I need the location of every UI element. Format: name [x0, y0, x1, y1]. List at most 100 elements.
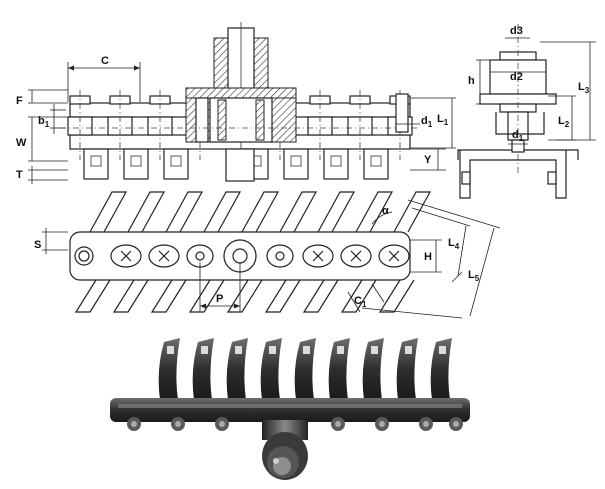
photo-slat-hole: [303, 346, 310, 354]
photo-slat-hole: [235, 346, 242, 354]
photo-bolt-center: [453, 421, 459, 427]
link-cross: [312, 250, 324, 262]
photo-slat: [192, 338, 214, 400]
svg-text:α: α: [382, 205, 389, 217]
link-cross: [388, 250, 400, 262]
link-cross: [350, 250, 362, 262]
slat-bottom: [150, 279, 187, 313]
photo-slat-hole: [167, 346, 174, 354]
svg-text:C1: C1: [354, 295, 367, 309]
attachment-tab: [123, 148, 149, 180]
top-view: C F b1 W T: [16, 22, 456, 184]
link-cross: [120, 250, 132, 262]
photo-slat-hole: [201, 346, 208, 354]
dimension-alpha: α: [371, 205, 393, 225]
dimension-h: h: [468, 59, 490, 105]
slat-top: [279, 191, 318, 233]
photo-bolt-center: [219, 421, 225, 427]
photo-bolt-center: [335, 421, 341, 427]
photo-slat: [226, 338, 248, 400]
link-pin: [195, 251, 205, 261]
dimension-l1-top: L1: [410, 97, 456, 149]
label-y: Y: [424, 154, 432, 166]
dimension-h-front: H: [410, 239, 442, 273]
svg-text:d1: d1: [512, 129, 524, 143]
dimension-d2: d2: [490, 71, 546, 83]
svg-text:d1: d1: [421, 115, 433, 129]
photo-bolt-center: [175, 421, 181, 427]
dimension-p: P: [199, 262, 241, 312]
slat-bottom: [112, 279, 149, 313]
link-cross: [158, 250, 170, 262]
slat-top: [317, 191, 356, 233]
slat-bottom: [74, 279, 111, 313]
svg-text:P: P: [216, 293, 223, 305]
photo-slat: [430, 338, 452, 400]
photo-slat-hole: [337, 346, 344, 354]
dimension-l2: L2: [548, 95, 576, 141]
link-oval: [266, 244, 294, 268]
link-pin: [275, 251, 285, 261]
photo-bolt-center: [131, 421, 137, 427]
photo-slat: [158, 338, 180, 400]
photo-slat: [362, 338, 384, 400]
photo-slat: [260, 338, 282, 400]
slat-top: [89, 191, 128, 233]
attachment-tab: [283, 148, 309, 180]
slat-bottom: [226, 279, 263, 313]
slat-bottom: [340, 279, 377, 313]
tab-slot: [170, 155, 182, 167]
photo-slat-hole: [405, 346, 412, 354]
photo-slat-hole: [269, 346, 276, 354]
svg-text:d3: d3: [510, 25, 523, 37]
tab-slot: [330, 155, 342, 167]
photo-bolt-center: [379, 421, 385, 427]
front-view: S α H L4 L5: [34, 191, 501, 319]
svg-text:L4: L4: [448, 237, 460, 251]
slat-top: [241, 191, 280, 233]
dimension-b1: b1: [38, 104, 66, 134]
svg-text:d2: d2: [510, 71, 523, 83]
attachment-tab: [323, 148, 349, 180]
dimension-d1-side: d1: [508, 129, 528, 145]
attachment-tab: [83, 148, 109, 180]
slat-top: [355, 191, 394, 233]
svg-text:L1: L1: [437, 113, 449, 127]
photo-slat: [396, 338, 418, 400]
attachment-tab: [363, 148, 389, 180]
dimension-d1-top: d1: [395, 93, 433, 133]
slat-bottom: [302, 279, 339, 313]
label-b1: b1: [38, 115, 50, 129]
svg-text:H: H: [424, 251, 432, 263]
dimension-c1: C1: [347, 283, 385, 313]
center-attachment-section: [185, 22, 297, 180]
dimension-y: Y: [410, 148, 446, 171]
dimension-t: T: [16, 166, 68, 184]
svg-text:L5: L5: [468, 269, 480, 283]
slat-top: [393, 191, 432, 233]
slat-bottom: [264, 279, 301, 313]
svg-text:L3: L3: [578, 81, 590, 95]
svg-text:L2: L2: [558, 115, 570, 129]
tab-slot: [130, 155, 142, 167]
dimension-l4: L4: [411, 207, 471, 283]
photo-slat: [328, 338, 350, 400]
side-view: d3 d2 h L3 L2 d1: [457, 24, 596, 199]
label-f: F: [16, 95, 23, 107]
chain-photo-illustration: [110, 338, 470, 480]
slat-top: [203, 191, 242, 233]
tab-slot: [370, 155, 382, 167]
dimension-w: W: [16, 116, 68, 162]
label-w: W: [16, 137, 27, 149]
dimension-d3: d3: [505, 25, 530, 39]
dimension-l5: L5: [361, 199, 501, 319]
photo-bolt-center: [423, 421, 429, 427]
slat-bottom: [378, 279, 415, 313]
dimension-s: S: [34, 228, 68, 254]
dimension-f: F: [16, 89, 68, 107]
slat-top: [127, 191, 166, 233]
dimension-c-top: C: [67, 55, 141, 102]
attachment-tab: [163, 148, 189, 180]
photo-slat-hole: [439, 346, 446, 354]
